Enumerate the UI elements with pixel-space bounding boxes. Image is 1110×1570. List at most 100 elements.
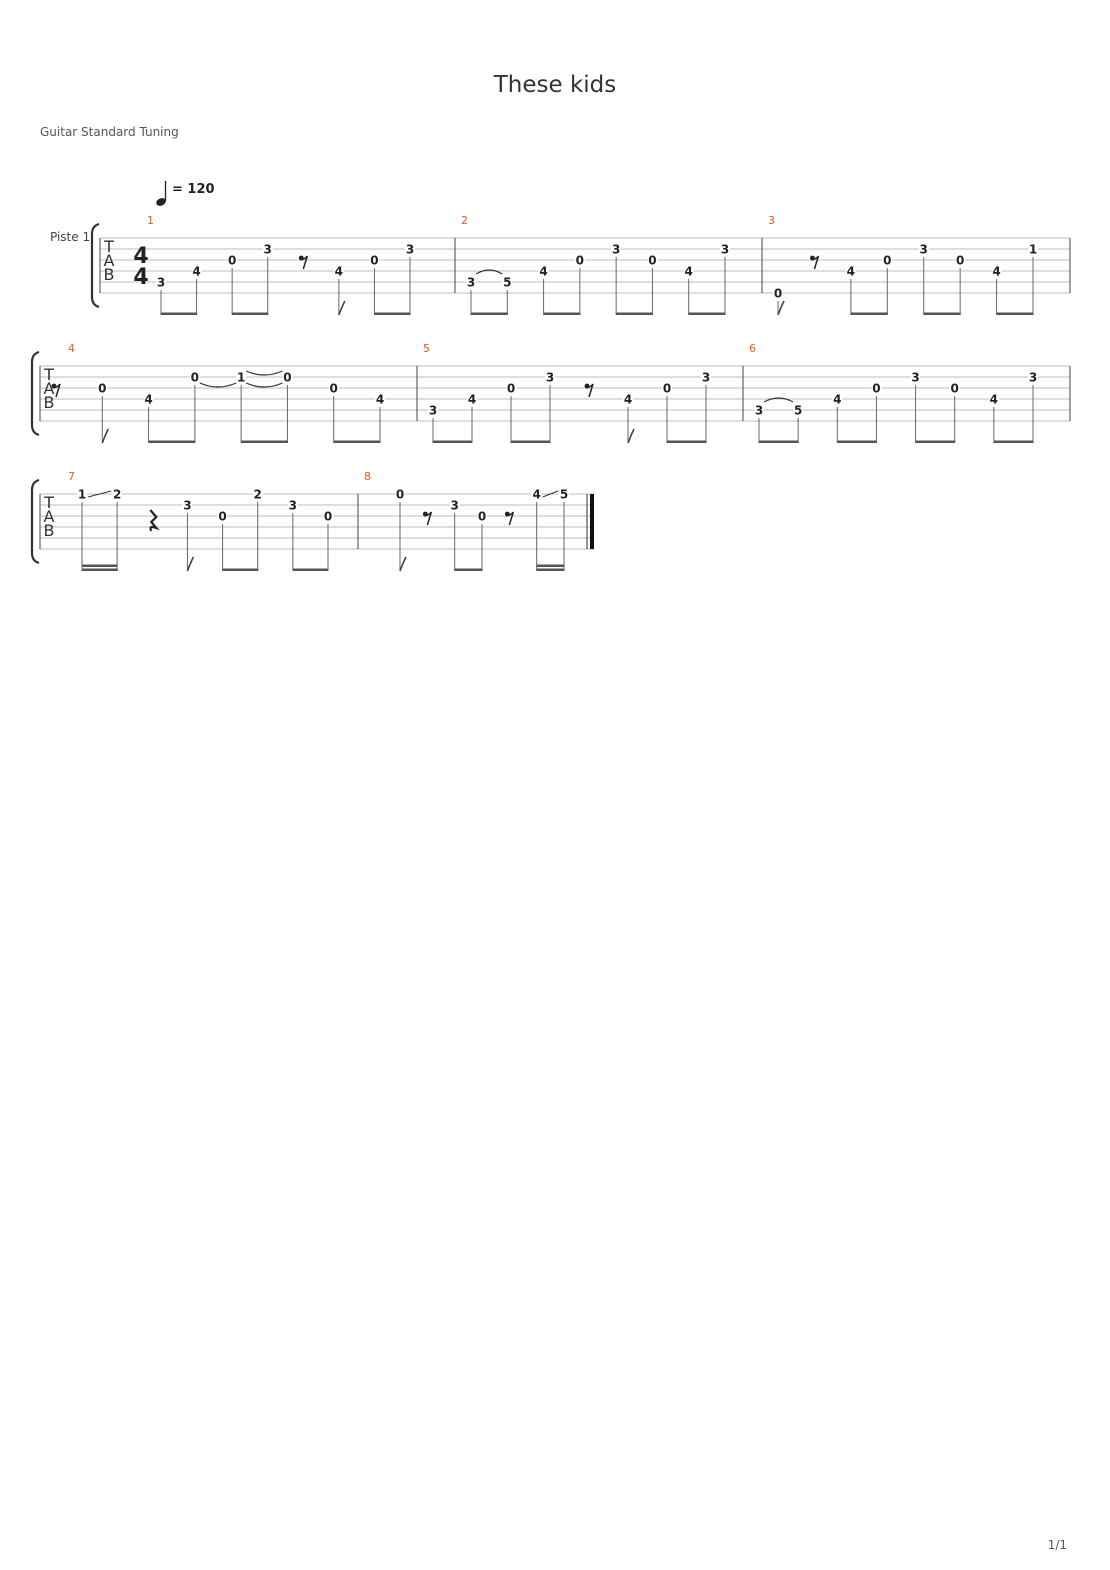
tie-arc: [245, 382, 283, 388]
fret-mask: [538, 265, 549, 277]
fret-number: 4: [144, 393, 152, 407]
fret-mask: [112, 488, 123, 500]
note-beam: [536, 568, 565, 571]
tab-clef-letter: A: [44, 507, 55, 526]
slide-line: [87, 490, 112, 498]
fret-mask: [333, 265, 344, 277]
eighth-rest-stroke: [585, 383, 594, 398]
note-beam: [923, 312, 961, 315]
tie-arc: [763, 397, 794, 403]
fret-number: 3: [546, 371, 554, 385]
time-signature-bottom: 4: [133, 265, 148, 290]
fret-mask: [375, 393, 385, 405]
fret-number: 1: [237, 371, 245, 385]
eighth-rest-stroke: [52, 383, 61, 398]
fret-number: 3: [264, 243, 272, 257]
fret-mask: [793, 404, 804, 416]
eighth-rest-stroke: [811, 255, 820, 270]
fret-number: 4: [468, 393, 476, 407]
fret-mask: [773, 287, 783, 299]
fret-number: 0: [98, 382, 106, 396]
fret-number: 4: [833, 393, 841, 407]
note-beam: [241, 440, 288, 443]
note-beam: [471, 312, 508, 315]
note-beam: [688, 312, 726, 315]
fret-mask: [918, 243, 929, 255]
tab-clef-letter: B: [44, 393, 55, 412]
fret-mask: [754, 404, 764, 416]
fret-number: 0: [951, 382, 959, 396]
track-name: Piste 1: [50, 230, 90, 244]
fret-mask: [910, 371, 921, 383]
fret-mask: [988, 393, 999, 405]
fret-mask: [328, 382, 339, 394]
fret-mask: [77, 488, 87, 500]
fret-number: 1: [78, 488, 86, 502]
fret-number: 3: [755, 404, 763, 418]
fret-mask: [236, 371, 247, 383]
fret-mask: [1028, 243, 1038, 255]
fret-mask: [156, 276, 166, 288]
fret-mask: [845, 265, 856, 277]
fret-number: 4: [990, 393, 998, 407]
tab-clef-letter: A: [44, 379, 55, 398]
note-beam: [82, 568, 118, 571]
eighth-rest-stroke: [300, 255, 309, 270]
note-beam: [667, 440, 707, 443]
fret-mask: [282, 371, 293, 383]
note-beam: [222, 568, 259, 571]
fret-mask: [252, 488, 263, 500]
fret-number: 4: [847, 265, 855, 279]
fret-number: 4: [685, 265, 693, 279]
fret-number: 3: [612, 243, 620, 257]
fret-mask: [623, 393, 633, 405]
fret-mask: [832, 393, 843, 405]
song-title: These kids: [493, 72, 617, 98]
note-beam: [333, 440, 381, 443]
measure-number: 8: [364, 470, 371, 483]
fret-number: 3: [450, 499, 458, 513]
fret-mask: [428, 404, 438, 416]
note-beam: [148, 440, 196, 443]
fret-mask: [189, 371, 200, 383]
fret-number: 2: [254, 488, 262, 502]
note-beam: [759, 440, 799, 443]
system-bracket: [30, 350, 40, 437]
eighth-flag-icon: [627, 428, 635, 444]
note-beam: [543, 312, 581, 315]
fret-number: 0: [478, 510, 486, 524]
fret-mask: [395, 488, 405, 500]
fret-number: 4: [532, 488, 540, 502]
note-beam: [374, 312, 411, 315]
fret-mask: [262, 243, 273, 255]
note-beam: [837, 440, 877, 443]
fret-number: 3: [467, 276, 475, 290]
fret-number: 5: [560, 488, 568, 502]
note-beam: [292, 568, 329, 571]
fret-number: 5: [503, 276, 511, 290]
tie-arc: [199, 382, 237, 388]
time-signature-top: 4: [133, 244, 148, 269]
measure-number: 3: [768, 214, 775, 227]
fret-mask: [502, 276, 513, 288]
fret-mask: [701, 371, 711, 383]
fret-number: 4: [192, 265, 200, 279]
eighth-rest-stroke: [424, 511, 433, 526]
fret-number: 5: [794, 404, 802, 418]
quarter-rest-icon: [149, 509, 160, 532]
fret-number: 3: [920, 243, 928, 257]
fret-number: 3: [406, 243, 414, 257]
measure-number: 1: [147, 214, 154, 227]
fret-mask: [466, 276, 476, 288]
eighth-flag-icon: [777, 300, 785, 316]
fret-mask: [323, 510, 333, 522]
fret-number: 0: [663, 382, 671, 396]
measure-number: 2: [461, 214, 468, 227]
eighth-flag-icon: [399, 556, 407, 572]
fret-mask: [182, 499, 193, 511]
fret-mask: [545, 371, 555, 383]
fret-mask: [217, 510, 228, 522]
slide-line: [542, 490, 559, 498]
fret-number: 3: [183, 499, 191, 513]
tab-clef-letter: T: [103, 237, 114, 256]
